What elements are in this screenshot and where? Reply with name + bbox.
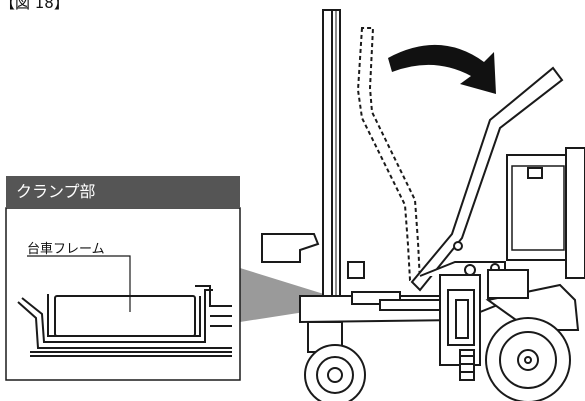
left-wheel — [304, 321, 366, 401]
figure-label: 【図 18】 — [0, 0, 69, 12]
callout-label: 台車フレーム — [27, 242, 105, 257]
right-wheel — [485, 317, 571, 401]
handle-raised — [410, 66, 564, 292]
inset-clamp-detail — [17, 285, 232, 357]
handle-original-position — [356, 27, 422, 284]
callout-leader — [27, 255, 131, 312]
motor-box — [506, 147, 585, 279]
mast — [322, 9, 341, 311]
inset-title: クランプ部 — [6, 176, 240, 208]
curved-arrow-icon — [388, 44, 496, 94]
inset-frame-tube — [54, 295, 196, 337]
clamp-mechanism — [439, 263, 500, 381]
